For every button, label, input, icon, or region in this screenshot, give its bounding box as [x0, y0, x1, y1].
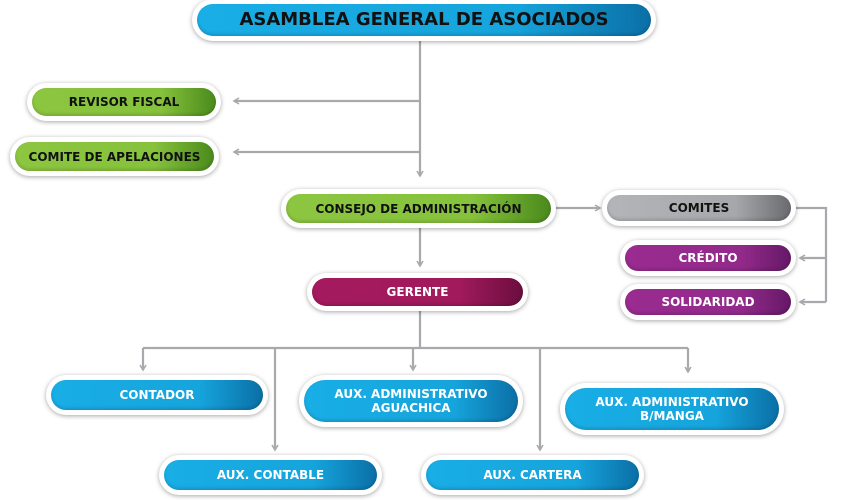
aguachica-line2: AGUACHICA — [371, 401, 451, 415]
node-aux-cartera: AUX. CARTERA — [421, 455, 644, 495]
credito-label: CRÉDITO — [625, 245, 791, 271]
aguachica-line1: AUX. ADMINISTRATIVO — [334, 387, 488, 401]
node-comites: COMITES — [602, 190, 796, 226]
asamblea-label: ASAMBLEA GENERAL DE ASOCIADOS — [197, 4, 651, 36]
node-gerente: GERENTE — [307, 273, 528, 311]
node-consejo: CONSEJO DE ADMINISTRACIÓN — [281, 189, 556, 228]
apelaciones-label: COMITE DE APELACIONES — [15, 142, 214, 171]
node-solidaridad: SOLIDARIDAD — [620, 284, 796, 320]
gerente-label: GERENTE — [312, 278, 523, 306]
bmanga-label: AUX. ADMINISTRATIVO B/MANGA — [565, 388, 779, 430]
comites-label: COMITES — [607, 195, 791, 221]
contable-label: AUX. CONTABLE — [164, 460, 377, 490]
node-comite-apelaciones: COMITE DE APELACIONES — [10, 137, 219, 176]
bmanga-line1: AUX. ADMINISTRATIVO — [595, 395, 749, 409]
node-asamblea: ASAMBLEA GENERAL DE ASOCIADOS — [192, 0, 656, 41]
revisor-label: REVISOR FISCAL — [32, 88, 216, 116]
node-aux-admin-aguachica: AUX. ADMINISTRATIVO AGUACHICA — [299, 375, 523, 427]
cartera-label: AUX. CARTERA — [426, 460, 639, 490]
node-aux-admin-bmanga: AUX. ADMINISTRATIVO B/MANGA — [560, 383, 784, 435]
consejo-label: CONSEJO DE ADMINISTRACIÓN — [286, 194, 551, 223]
node-revisor-fiscal: REVISOR FISCAL — [27, 83, 221, 121]
line-comites-bracket — [795, 206, 828, 302]
bmanga-line2: B/MANGA — [640, 409, 704, 423]
node-credito: CRÉDITO — [620, 240, 796, 276]
node-contador: CONTADOR — [46, 375, 268, 415]
aguachica-label: AUX. ADMINISTRATIVO AGUACHICA — [304, 380, 518, 422]
node-aux-contable: AUX. CONTABLE — [159, 455, 382, 495]
contador-label: CONTADOR — [51, 380, 263, 410]
solidaridad-label: SOLIDARIDAD — [625, 289, 791, 315]
